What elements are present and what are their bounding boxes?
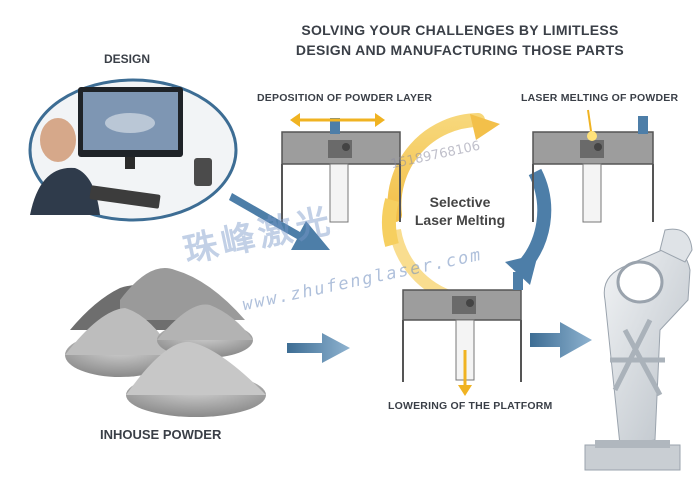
arrow-process-to-part xyxy=(530,322,592,358)
label-inhouse-powder: INHOUSE POWDER xyxy=(100,427,222,442)
label-lowering: LOWERING OF THE PLATFORM xyxy=(388,400,553,412)
label-deposition: DEPOSITION OF POWDER LAYER xyxy=(257,92,433,104)
desk-phone xyxy=(194,158,212,186)
process-cycle-ring xyxy=(381,113,552,304)
chamber-deposition xyxy=(281,113,401,223)
chamber-laser-melting xyxy=(532,109,654,223)
center-process-label: Selective Laser Melting xyxy=(405,193,515,229)
arrow-powder-to-process xyxy=(287,333,350,363)
arrow-design-to-process xyxy=(229,193,330,250)
label-laser-melting: LASER MELTING OF POWDER xyxy=(521,92,679,104)
design-photo xyxy=(28,78,238,222)
powder-piles xyxy=(65,268,266,417)
title-line-1: SOLVING YOUR CHALLENGES BY LIMITLESS xyxy=(301,22,619,38)
center-line-1: Selective xyxy=(429,194,491,210)
label-design: DESIGN xyxy=(104,52,151,66)
keyboard xyxy=(89,185,161,209)
title-line-2: DESIGN AND MANUFACTURING THOSE PARTS xyxy=(295,42,625,58)
page-title: SOLVING YOUR CHALLENGES BY LIMITLESS DES… xyxy=(250,20,670,60)
person xyxy=(40,118,76,162)
center-line-2: Laser Melting xyxy=(414,212,506,228)
chamber-lowering xyxy=(402,272,523,396)
printed-part xyxy=(584,228,693,471)
